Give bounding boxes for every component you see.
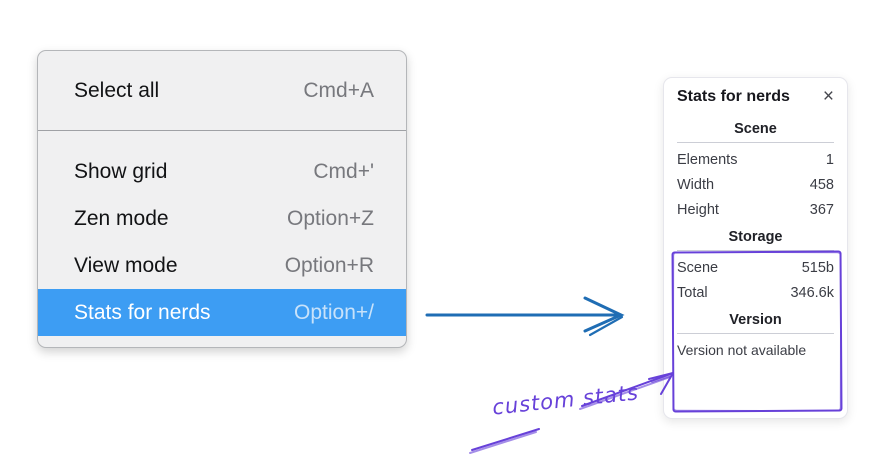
- stat-value: 1: [825, 151, 834, 168]
- annotation-label: custom stats: [491, 380, 641, 420]
- section-rule: [677, 250, 834, 251]
- menu-item-zen-mode[interactable]: Zen mode Option+Z: [38, 195, 406, 242]
- menu-item-label: View mode: [74, 253, 178, 277]
- stat-value: 367: [809, 201, 834, 218]
- stat-label: Width: [677, 176, 715, 193]
- stat-value: 458: [809, 176, 834, 193]
- stat-value: 515b: [801, 259, 834, 276]
- stat-row-total-storage: Total 346.6k: [677, 280, 834, 305]
- section-rule: [677, 142, 834, 143]
- stats-section-version: Version Version not available: [677, 305, 834, 358]
- stats-panel: Stats for nerds × Scene Elements 1 Width…: [663, 77, 848, 419]
- section-heading: Storage: [728, 229, 783, 245]
- context-menu: Select all Cmd+A Show grid Cmd+' Zen mod…: [37, 50, 407, 348]
- stats-panel-header: Stats for nerds ×: [677, 87, 834, 106]
- stat-label: Scene: [677, 259, 719, 276]
- stats-section-storage: Storage Scene 515b Total 346.6k: [677, 222, 834, 305]
- stat-label: Height: [677, 201, 719, 218]
- section-heading: Scene: [734, 121, 777, 137]
- close-icon[interactable]: ×: [822, 86, 834, 107]
- menu-item-shortcut: Option+/: [294, 300, 374, 324]
- menu-item-shortcut: Option+R: [284, 253, 374, 277]
- menu-item-shortcut: Option+Z: [287, 206, 374, 230]
- menu-item-show-grid[interactable]: Show grid Cmd+': [38, 148, 406, 195]
- menu-item-view-mode[interactable]: View mode Option+R: [38, 242, 406, 289]
- section-heading: Version: [729, 312, 782, 328]
- stat-label: Elements: [677, 151, 738, 168]
- stat-row-height: Height 367: [677, 197, 834, 222]
- menu-divider: [38, 130, 406, 131]
- version-note: Version not available: [677, 342, 807, 358]
- menu-item-label: Select all: [74, 78, 160, 102]
- menu-item-label: Show grid: [74, 159, 168, 183]
- menu-item-shortcut: Cmd+': [313, 159, 374, 183]
- menu-item-select-all[interactable]: Select all Cmd+A: [38, 67, 406, 114]
- section-rule: [677, 333, 834, 334]
- menu-item-label: Zen mode: [74, 206, 169, 230]
- stat-row-scene-storage: Scene 515b: [677, 255, 834, 280]
- menu-item-label: Stats for nerds: [74, 300, 211, 324]
- stat-row-width: Width 458: [677, 172, 834, 197]
- menu-section-top: Select all Cmd+A: [38, 51, 406, 130]
- stat-label: Total: [677, 284, 708, 301]
- menu-item-shortcut: Cmd+A: [303, 78, 374, 102]
- menu-item-stats-for-nerds[interactable]: Stats for nerds Option+/: [38, 289, 406, 336]
- stats-section-scene: Scene Elements 1 Width 458 Height 367: [677, 114, 834, 222]
- arrow-menu-to-panel-icon: [425, 296, 625, 337]
- stat-row-elements: Elements 1: [677, 147, 834, 172]
- stats-panel-title: Stats for nerds: [677, 87, 790, 105]
- stat-value: 346.6k: [790, 284, 834, 301]
- menu-section-bottom: Show grid Cmd+' Zen mode Option+Z View m…: [38, 131, 406, 347]
